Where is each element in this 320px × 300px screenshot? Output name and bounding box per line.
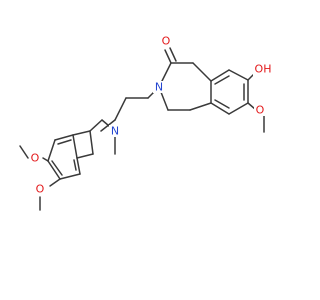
atom-label-methoxy-right-oxygen: O	[254, 104, 266, 117]
methoxy-left1-methyl-bond	[19, 145, 29, 159]
atom-label-methoxy-left1-oxygen: O	[29, 152, 41, 165]
methoxy-left2-bond	[49, 178, 61, 187]
atom-label-hydroxyl: OH	[253, 63, 273, 76]
skeletal-formula: O N OH O N O O	[19, 35, 273, 211]
methoxy-right-bond	[247, 102, 256, 110]
methoxy-left2-oxygen-text: O	[36, 183, 45, 196]
atom-label-amine-nitrogen: N	[109, 125, 121, 138]
carbonyl-bond	[164, 47, 177, 64]
propyl-linker	[100, 86, 160, 132]
azepinone-ring	[158, 62, 212, 111]
left-benzene-ring	[47, 134, 81, 180]
right-benzene-ring	[210, 69, 249, 115]
hydroxyl-text: OH	[255, 63, 272, 76]
carbonyl-oxygen-text: O	[162, 35, 171, 48]
amine-nitrogen-text: N	[111, 125, 119, 138]
cyclobutane-ring	[72, 130, 94, 159]
molecule-structure-canvas: O N OH O N O O	[19, 35, 273, 211]
atom-label-ring-nitrogen: N	[153, 81, 165, 94]
atom-label-carbonyl-oxygen: O	[160, 35, 172, 48]
atom-label-methoxy-left2-oxygen: O	[34, 183, 46, 196]
methoxy-right-oxygen-text: O	[256, 104, 265, 117]
methoxy-left1-oxygen-text: O	[31, 152, 40, 165]
ring-nitrogen-text: N	[155, 81, 163, 94]
methoxy-left1-bond	[42, 157, 49, 162]
